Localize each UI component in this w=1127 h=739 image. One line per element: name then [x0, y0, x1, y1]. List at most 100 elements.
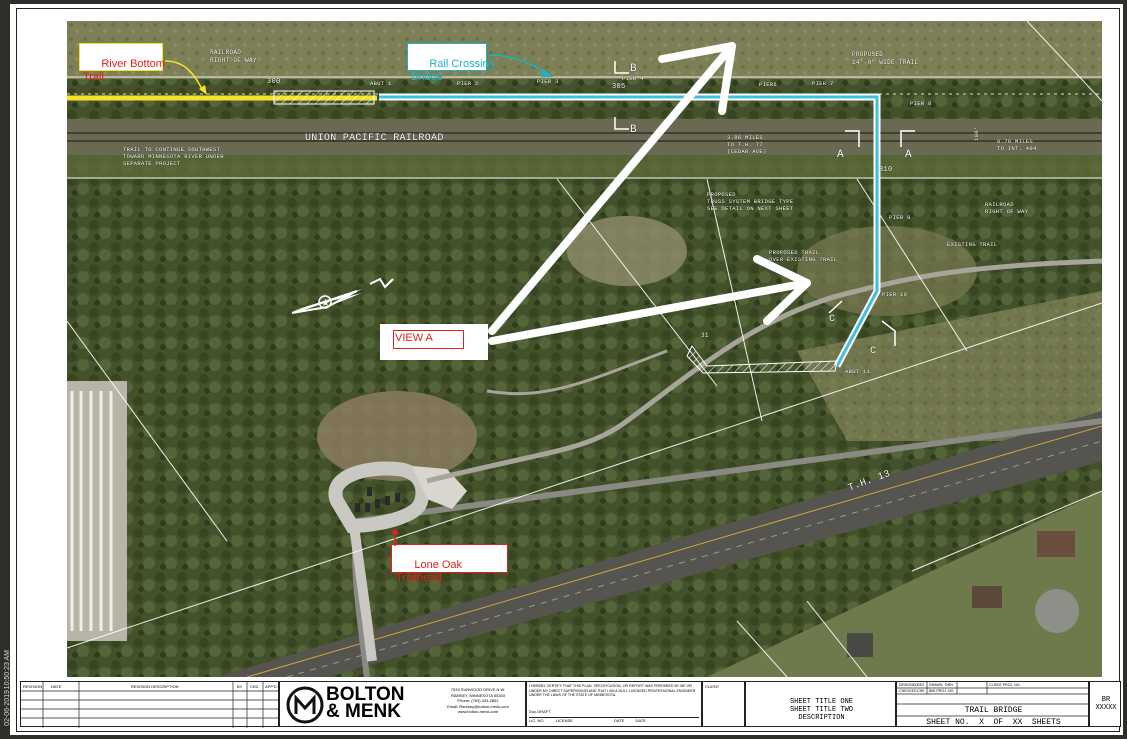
- sheet-title-two: SHEET TITLE TWO: [789, 706, 853, 714]
- callout-label: Lone Oak Trailhead: [396, 559, 463, 584]
- header-ckd: CKD.: [250, 684, 260, 689]
- map-annotation: RAILROAD RIGHT OF WAY: [210, 49, 257, 64]
- trail-spur: [486, 349, 668, 396]
- map-annotation: 100': [973, 126, 980, 141]
- clearing: [567, 216, 687, 286]
- company-name: BOLTON & MENK: [326, 684, 405, 721]
- map-annotation: PIER 9: [889, 214, 911, 221]
- drawn-label: DRAWN: [929, 683, 943, 687]
- map-annotation: PIER 10: [882, 291, 908, 298]
- map-annotation: 0.78 MILES TO INT. 494: [997, 138, 1037, 152]
- client-proj-label: CLIENT PROJ. NO.: [989, 683, 1021, 687]
- date-label: DATE: [613, 718, 625, 723]
- sheet-title-description: DESCRIPTION: [798, 714, 845, 722]
- map-annotation: PIER 7: [812, 80, 834, 87]
- highway-th13: [217, 411, 1102, 677]
- map-annotation: A: [905, 149, 912, 161]
- date-stamp: 02-06-2019: [4, 690, 11, 726]
- lumber-yard: [67, 381, 127, 641]
- map-annotation: C: [829, 314, 836, 325]
- trailhead-entrance: [349, 525, 377, 662]
- callout-label: VIEW A: [393, 330, 464, 349]
- map-annotation: PROPOSED TRUSS SYSTEM BRIDGE TYPE SEE DE…: [707, 191, 794, 212]
- aerial-map-canvas: ★: [67, 21, 1102, 677]
- project-title: TRAIL BRIDGE: [964, 706, 1023, 715]
- house: [1037, 531, 1075, 557]
- map-annotation: TRAIL TO CONTINUE SOUTHWEST TOWARD MINNE…: [123, 146, 224, 167]
- rail-callout-leader: [488, 54, 553, 77]
- cert-name: Doc.DRAFT: [529, 709, 551, 714]
- map-annotation: PIER 3: [537, 78, 559, 85]
- map-annotation: UNION PACIFIC RAILROAD: [305, 133, 444, 144]
- time-stamp: 10:50:23 AM: [4, 650, 11, 690]
- client-block: CLIENT: [702, 681, 745, 727]
- map-annotation: 310: [879, 166, 893, 174]
- map-annotation: PIER 4: [622, 75, 644, 82]
- rail-crossing-bridge-callout[interactable]: Rail Crossing Bridge: [407, 43, 495, 83]
- view-arrow-icon: [488, 42, 811, 345]
- aerial-map[interactable]: ★ RAILROAD RIGHT OF WAY 300 ABUT 1 PIER 2 PI…: [67, 21, 1102, 677]
- existing-trail-path: [426, 258, 1102, 484]
- view-a-callout[interactable]: VIEW A: [380, 324, 488, 360]
- header-by: BY: [237, 684, 243, 689]
- railroad-corridor: [67, 119, 1102, 155]
- map-annotation: 3.96 MILES TO T.H. 77 (CEDAR AVE): [727, 134, 767, 155]
- bolton-menk-logo: [286, 686, 324, 724]
- project-block: DESIGNED DES DRAWN DRN CLIENT PROJ. NO. …: [896, 681, 1090, 727]
- highway-center-line: [246, 425, 1102, 677]
- map-annotation: RAILROAD RIGHT OF WAY: [985, 201, 1029, 215]
- parked-cars: [355, 487, 400, 512]
- client-label: CLIENT: [705, 684, 720, 689]
- checked-label: CHECKED: [899, 689, 917, 693]
- approach-hatch: [686, 345, 838, 374]
- map-annotation: 305: [612, 83, 626, 91]
- highway-lane-line: [286, 440, 1102, 677]
- drawn-value: DRN: [945, 683, 953, 687]
- clearing: [317, 391, 477, 481]
- certification-block: I HEREBY CERTIFY THAT THIS PLAN, SPECIFI…: [526, 681, 702, 727]
- map-annotation: B: [630, 63, 637, 75]
- map-annotation: A: [837, 149, 844, 161]
- designed-value: DES: [917, 683, 925, 687]
- header-date: DATE: [51, 684, 62, 689]
- header-revision: REVISION: [23, 684, 43, 689]
- river-bottom-trail-callout[interactable]: River Bottom Trail: [79, 43, 165, 83]
- map-annotation: B: [630, 124, 637, 136]
- certification-text: I HEREBY CERTIFY THAT THIS PLAN, SPECIFI…: [529, 684, 696, 698]
- callout-label: Rail Crossing Bridge: [411, 58, 495, 83]
- house: [847, 633, 873, 657]
- map-annotation: 300: [267, 78, 281, 86]
- sheet-number: SHEET NO. X OF XX SHEETS: [926, 718, 1061, 727]
- header-description: REVISION DESCRIPTION: [131, 684, 179, 689]
- river-callout-leader: [164, 60, 207, 95]
- callout-label: River Bottom Trail: [83, 58, 165, 83]
- sheet-title-one: SHEET TITLE ONE: [789, 698, 853, 706]
- trailhead-callout-leader: [391, 528, 399, 546]
- revision-table: [21, 682, 280, 728]
- lone-oak-trailhead-callout[interactable]: Lone Oak Trailhead: [391, 544, 508, 584]
- sheet-id-block: BR XXXXX: [1089, 681, 1121, 727]
- lic-label: LIC. NO.: [529, 718, 545, 723]
- map-annotation: PROPOSED 14'-0" WIDE TRAIL: [852, 51, 919, 66]
- map-annotation: PIER 2: [457, 80, 479, 87]
- rail-embankment: [67, 155, 1102, 179]
- bmi-label: BMI PROJ. NO.: [929, 689, 955, 693]
- sheet-titles: SHEET TITLE ONE SHEET TITLE TWO DESCRIPT…: [746, 698, 897, 722]
- map-annotation: EXISTING TRAIL: [947, 241, 998, 248]
- residential-area: [707, 491, 1102, 677]
- north-arrow-icon: ★: [291, 277, 394, 314]
- project-grid: [897, 682, 1090, 717]
- designed-label: DESIGNED: [899, 683, 918, 687]
- map-annotation: PIER6: [759, 81, 778, 88]
- sheet-title-block: SHEET TITLE ONE SHEET TITLE TWO DESCRIPT…: [745, 681, 896, 727]
- lic-value: LICENSE: [555, 718, 573, 723]
- checked-value: CHK: [917, 689, 925, 693]
- map-annotation: ABUT 1: [370, 80, 392, 87]
- drawing-sheet: ★ RAILROAD RIGHT OF WAY 300 ABUT 1 PIER 2 PI…: [10, 4, 1123, 735]
- revision-headers: REVISION DATE REVISION DESCRIPTION BY CK…: [21, 682, 280, 691]
- map-annotation: 31: [701, 332, 709, 339]
- bridge-alignment: [379, 95, 879, 367]
- lumber-stacks: [70, 391, 113, 631]
- company-name-line1: BOLTON: [326, 684, 405, 705]
- company-address: 7533 SUNWOOD DRIVE N.W. RAMSEY, MINNESOT…: [447, 687, 509, 714]
